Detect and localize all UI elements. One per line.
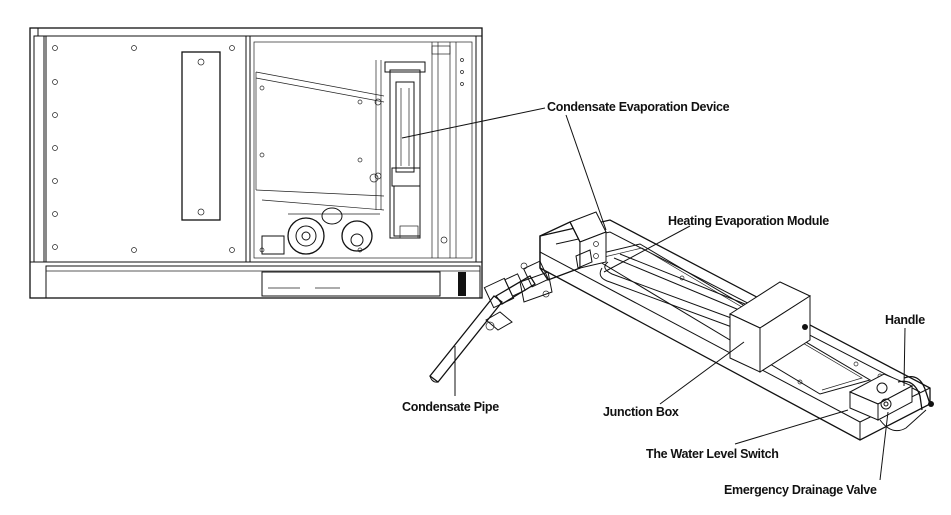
evaporation-device bbox=[429, 211, 934, 441]
label-condensate-evaporation-device: Condensate Evaporation Device bbox=[547, 100, 730, 114]
label-junction-box: Junction Box bbox=[603, 405, 679, 419]
label-handle: Handle bbox=[885, 313, 925, 327]
label-water-level-switch: The Water Level Switch bbox=[646, 447, 779, 461]
label-condensate-pipe: Condensate Pipe bbox=[402, 400, 499, 414]
label-heating-evaporation-module: Heating Evaporation Module bbox=[668, 214, 829, 228]
unit-cabinet bbox=[29, 27, 483, 299]
label-emergency-drainage-valve: Emergency Drainage Valve bbox=[724, 483, 877, 497]
leader-lines bbox=[401, 107, 906, 481]
